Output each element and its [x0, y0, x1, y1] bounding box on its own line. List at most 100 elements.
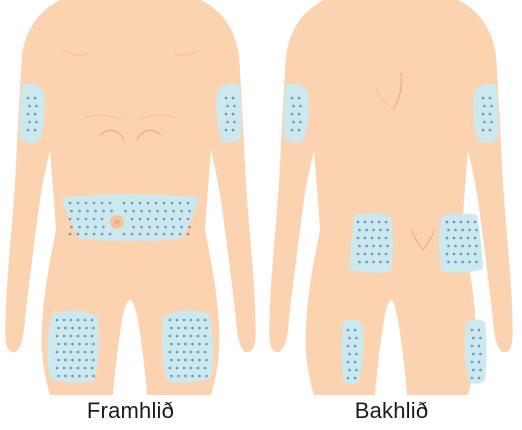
injection-dot [354, 377, 357, 380]
injection-dot [478, 345, 481, 348]
injection-dot [299, 121, 302, 124]
injection-dot [191, 343, 194, 346]
injection-dot [139, 233, 142, 236]
injection-dot [204, 335, 207, 338]
injection-dot [385, 253, 388, 256]
injection-dot [70, 210, 73, 213]
injection-dot [64, 359, 67, 362]
injection-dot [77, 351, 80, 354]
injection-dot [204, 319, 207, 322]
injection-dot [475, 245, 478, 248]
back-right-arm-zone [473, 84, 498, 143]
injection-dot [471, 329, 474, 332]
injection-dot [479, 337, 482, 340]
injection-dot [77, 335, 80, 338]
injection-dot [139, 218, 142, 221]
injection-dot [475, 261, 478, 264]
injection-dot [468, 229, 471, 232]
injection-dot [379, 261, 382, 264]
injection-dot [446, 253, 449, 256]
injection-dot [298, 97, 301, 100]
injection-dot [386, 261, 389, 264]
injection-dot [176, 367, 179, 370]
injection-dot [63, 367, 66, 370]
injection-dot [471, 377, 474, 380]
injection-dot [187, 202, 190, 205]
injection-dot [171, 218, 174, 221]
injection-dot [187, 218, 190, 221]
injection-dot [372, 245, 375, 248]
injection-dot [198, 359, 201, 362]
injection-dot [57, 359, 60, 362]
injection-dot [365, 245, 368, 248]
injection-dot [378, 253, 381, 256]
back-right-thigh-zone [465, 319, 487, 384]
injection-dot [365, 261, 368, 264]
injection-dot [371, 221, 374, 224]
injection-dot [372, 229, 375, 232]
injection-dot [91, 335, 94, 338]
injection-dot [57, 327, 60, 330]
injection-dot [91, 351, 94, 354]
injection-dot [56, 319, 59, 322]
injection-dot [176, 319, 179, 322]
injection-dot [101, 218, 104, 221]
injection-dot [347, 377, 350, 380]
injection-dot [198, 327, 201, 330]
injection-dot [446, 221, 449, 224]
injection-dot [171, 202, 174, 205]
injection-dot [188, 226, 191, 229]
injection-dot [490, 105, 493, 108]
injection-dot [347, 361, 350, 364]
injection-dot [298, 129, 301, 132]
injection-dot [378, 221, 381, 224]
injection-dot [94, 226, 97, 229]
injection-dot [35, 121, 38, 124]
injection-dot [291, 129, 294, 132]
injection-dot [179, 218, 182, 221]
injection-dot [140, 226, 143, 229]
front-left-arm-zone [20, 84, 45, 143]
injection-dot [177, 359, 180, 362]
injection-dot [71, 359, 74, 362]
injection-dot [183, 351, 186, 354]
injection-dot [169, 367, 172, 370]
injection-dot [77, 367, 80, 370]
injection-dot [94, 210, 97, 213]
injection-dot [92, 327, 95, 330]
injection-dot [467, 253, 470, 256]
injection-dot [358, 245, 361, 248]
injection-dot [77, 319, 80, 322]
injection-dot [70, 335, 73, 338]
injection-dot [453, 237, 456, 240]
injection-dot [205, 343, 208, 346]
injection-dot [453, 221, 456, 224]
injection-dot [471, 345, 474, 348]
injection-dot [467, 221, 470, 224]
injection-dot [292, 121, 295, 124]
injection-dot [358, 229, 361, 232]
injection-dot [56, 335, 59, 338]
injection-dot [70, 226, 73, 229]
injection-dot [172, 226, 175, 229]
injection-dot [78, 359, 81, 362]
injection-dot [226, 121, 229, 124]
injection-dot [364, 253, 367, 256]
injection-dot [197, 367, 200, 370]
injection-dot [86, 226, 89, 229]
injection-dot [148, 210, 151, 213]
injection-dot [101, 202, 104, 205]
injection-dot [232, 113, 235, 116]
injection-dot [71, 327, 74, 330]
injection-dot [461, 245, 464, 248]
injection-dot [460, 237, 463, 240]
injection-dot [357, 253, 360, 256]
injection-dot [474, 237, 477, 240]
injection-dot [183, 335, 186, 338]
injection-dot [364, 237, 367, 240]
injection-dot [170, 327, 173, 330]
injection-dot [156, 210, 159, 213]
injection-dot [69, 218, 72, 221]
injection-dot [170, 343, 173, 346]
injection-dot [176, 351, 179, 354]
